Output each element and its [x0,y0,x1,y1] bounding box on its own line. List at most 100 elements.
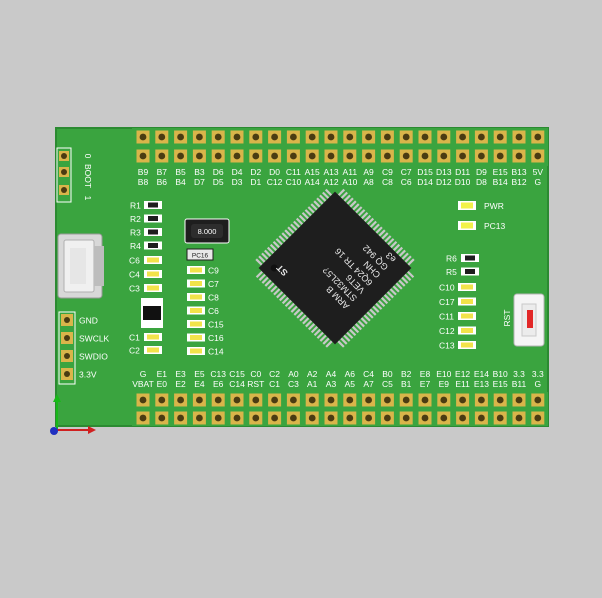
top-pin-label: E15 [493,167,508,177]
small-crystal: PC16 [186,248,214,261]
crystal-oscillator: 8.000 [184,218,230,244]
top-pin-label: B13 [511,167,526,177]
usb-connector[interactable] [57,233,104,299]
header-pin [136,411,150,425]
header-pin [136,393,150,407]
header-pin [437,411,451,425]
top-pin-label: B9 [138,167,149,177]
bottom-pin-label: E5 [194,369,205,379]
small-crystal-label: PC16 [192,253,209,260]
swd-pin-hole [64,353,70,359]
bottom-pin-label: E0 [157,379,168,389]
boot-header[interactable]: 0 BOOT 1 [56,147,93,203]
boot-label: BOOT [83,164,93,188]
header-pin [380,149,394,163]
capacitor-label: C10 [439,283,455,293]
capacitor-label: C6 [129,256,140,266]
top-pin-label: A11 [343,167,358,177]
resistor-label: R3 [130,228,141,238]
header-pin [286,149,300,163]
resistor-label: R2 [130,214,141,224]
top-pin-label: A13 [323,167,338,177]
header-pin [418,393,432,407]
header-pin [192,130,206,144]
top-pin-label: D0 [269,167,280,177]
bottom-pin-label: A6 [345,369,356,379]
capacitor-label: C2 [129,346,140,356]
top-pin-label: D3 [232,177,243,187]
top-pin-label: D5 [213,177,224,187]
bottom-pin-label: C15 [229,369,245,379]
header-pin [324,393,338,407]
header-pin [380,130,394,144]
capacitor-label: C12 [439,326,455,336]
header-pin [174,411,188,425]
top-pin-label: A15 [305,167,320,177]
header-pin [268,149,282,163]
bottom-pin-label: A4 [326,369,337,379]
capacitor [144,346,162,354]
header-pin [230,411,244,425]
header-pin [493,411,507,425]
capacitor-label: C15 [208,320,224,330]
header-pin [474,130,488,144]
resistor [144,241,162,250]
top-pin-label: A9 [363,167,374,177]
capacitor [144,256,162,264]
bottom-pin-label: C0 [250,369,261,379]
bottom-pin-label: C2 [269,369,280,379]
top-pin-label: C10 [286,177,302,187]
header-pin [155,149,169,163]
capacitor-label: C14 [208,347,224,357]
swd-pin-hole [64,317,70,323]
top-pin-label: D13 [436,167,452,177]
bottom-pin-label: RST [247,379,264,389]
bottom-pin-label: E8 [420,369,431,379]
bottom-pin-label: C4 [363,369,374,379]
header-pin [268,393,282,407]
header-pin [418,130,432,144]
capacitor [144,284,162,292]
header-pin [362,149,376,163]
header-pin [286,393,300,407]
bottom-pin-label: A0 [288,369,299,379]
top-pin-label: A14 [305,177,320,187]
swd-label: SWDIO [79,352,108,362]
reset-label: RST [502,310,512,327]
capacitor [187,306,205,315]
bottom-pin-label: G [534,379,541,389]
capacitor-label: C3 [129,284,140,294]
swd-pin-hole [64,335,70,341]
header-pin [343,411,357,425]
bottom-pin-label: C3 [288,379,299,389]
top-pin-label: B6 [157,177,168,187]
capacitor-label: C1 [129,333,140,343]
reset-button[interactable]: RST [502,293,545,347]
header-pin [155,130,169,144]
swd-label: SWCLK [79,334,110,344]
led [458,201,476,210]
bottom-pin-label: C13 [210,369,226,379]
header-pin [418,411,432,425]
capacitor [458,312,476,320]
header-pin [437,130,451,144]
bottom-pin-label: E3 [175,369,186,379]
header-pin [305,411,319,425]
resistor-label: R6 [446,254,457,264]
bottom-pin-label: B11 [512,379,527,389]
swd-label: GND [79,316,98,326]
header-pin [305,393,319,407]
header-pin [512,149,526,163]
header-pin [399,411,413,425]
header-pin [343,149,357,163]
resistor [461,254,479,262]
header-pin [493,149,507,163]
capacitor [187,333,205,342]
capacitor-label: C9 [208,266,219,276]
